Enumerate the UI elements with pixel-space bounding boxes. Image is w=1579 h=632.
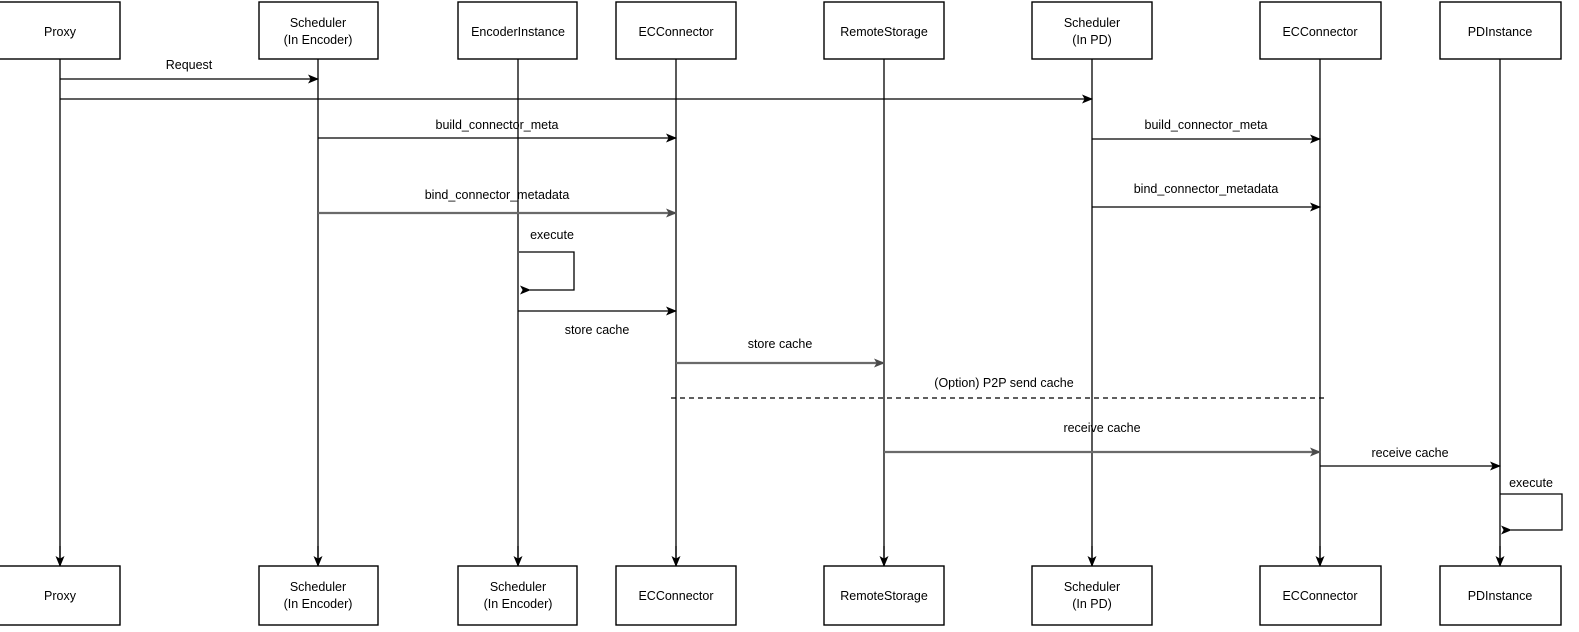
message-store-cache-rs[interactable]: store cache	[676, 337, 885, 368]
message-label-bind-meta-pd: bind_connector_metadata	[1134, 182, 1279, 196]
top-participant-boxes: Proxy Scheduler (In Encoder) EncoderInstanc…	[0, 1, 1562, 60]
participant-box-top-pd-inst[interactable]: PDInstance	[1439, 1, 1562, 60]
message-receive-cache-inst[interactable]: receive cache	[1320, 446, 1501, 471]
participant-box-bottom-ecconn-enc[interactable]: ECConnector	[615, 565, 737, 626]
self-loop-execute-pd[interactable]: execute	[1500, 476, 1563, 535]
participant-box-top-rect-ecconn-pd	[1259, 1, 1382, 60]
participant-box-top-rect-remote-store	[823, 1, 945, 60]
dashed-message-label-p2p-send-cache: (Option) P2P send cache	[934, 376, 1073, 390]
participant-label-top-proxy: Proxy	[44, 25, 77, 39]
self-loops-group: execute execute	[519, 228, 1563, 535]
message-request[interactable]: Request	[60, 58, 319, 84]
message-bind-meta-pd[interactable]: bind_connector_metadata	[1092, 182, 1321, 212]
participant-label-top-encoder-inst: EncoderInstance	[471, 25, 565, 39]
message-label-bind-meta-enc: bind_connector_metadata	[425, 188, 570, 202]
message-label-receive-cache-inst: receive cache	[1371, 446, 1448, 460]
participant-box-top-rect-proxy	[0, 1, 121, 60]
participant-label-bottom-sched-pd: Scheduler	[1064, 580, 1120, 594]
participant-box-bottom-rect-sched-pd	[1031, 565, 1153, 626]
dashed-messages-group: (Option) P2P send cache	[671, 376, 1325, 399]
participant-sublabel-bottom-sched-enc: (In Encoder)	[284, 597, 353, 611]
message-label-store-cache-enc: store cache	[565, 323, 630, 337]
participant-label-bottom-pd-inst: PDInstance	[1468, 589, 1533, 603]
participant-label-top-sched-enc: Scheduler	[290, 16, 346, 30]
messages-group: Request build_connector_meta build_connect…	[60, 58, 1501, 471]
self-loop-label-execute-encoder: execute	[530, 228, 574, 242]
message-label-build-meta-pd: build_connector_meta	[1145, 118, 1268, 132]
message-build-meta-enc[interactable]: build_connector_meta	[318, 118, 677, 143]
participant-label-bottom-proxy: Proxy	[44, 589, 77, 603]
participant-box-bottom-pd-inst[interactable]: PDInstance	[1439, 565, 1562, 626]
participant-box-bottom-remote-store[interactable]: RemoteStorage	[823, 565, 945, 626]
participant-box-top-rect-sched-enc	[258, 1, 379, 60]
participant-sublabel-bottom-sched-pd: (In PD)	[1072, 597, 1112, 611]
participant-box-top-rect-ecconn-enc	[615, 1, 737, 60]
participant-label-bottom-remote-store: RemoteStorage	[840, 589, 928, 603]
participant-box-bottom-encoder-inst[interactable]: Scheduler (In Encoder)	[457, 565, 578, 626]
participant-sublabel-bottom-encoder-inst: (In Encoder)	[484, 597, 553, 611]
message-label-receive-cache-pd: receive cache	[1063, 421, 1140, 435]
participant-box-bottom-rect-ecconn-enc	[615, 565, 737, 626]
participant-box-bottom-rect-ecconn-pd	[1259, 565, 1382, 626]
participant-sublabel-top-sched-pd: (In PD)	[1072, 33, 1112, 47]
message-store-cache-enc[interactable]: store cache	[518, 306, 677, 337]
participant-box-bottom-rect-sched-enc	[258, 565, 379, 626]
participant-box-bottom-rect-encoder-inst	[457, 565, 578, 626]
self-loop-execute-encoder[interactable]: execute	[519, 228, 575, 295]
participant-label-top-remote-store: RemoteStorage	[840, 25, 928, 39]
participant-label-top-sched-pd: Scheduler	[1064, 16, 1120, 30]
participant-label-bottom-ecconn-enc: ECConnector	[638, 589, 713, 603]
lifelines-group	[55, 59, 1505, 567]
participant-box-bottom-proxy[interactable]: Proxy	[0, 565, 121, 626]
self-loop-label-execute-pd: execute	[1509, 476, 1553, 490]
participant-label-top-pd-inst: PDInstance	[1468, 25, 1533, 39]
message-receive-cache-pd[interactable]: receive cache	[884, 421, 1321, 457]
participant-box-top-rect-pd-inst	[1439, 1, 1562, 60]
participant-box-top-encoder-inst[interactable]: EncoderInstance	[457, 1, 578, 60]
participant-label-bottom-ecconn-pd: ECConnector	[1282, 589, 1357, 603]
participant-box-top-sched-enc[interactable]: Scheduler (In Encoder)	[258, 1, 379, 60]
message-label-build-meta-enc: build_connector_meta	[436, 118, 559, 132]
participant-box-bottom-sched-enc[interactable]: Scheduler (In Encoder)	[258, 565, 379, 626]
dashed-message-p2p-send-cache[interactable]: (Option) P2P send cache	[671, 376, 1325, 399]
participant-box-top-proxy[interactable]: Proxy	[0, 1, 121, 60]
message-build-meta-pd[interactable]: build_connector_meta	[1092, 118, 1321, 144]
self-loop-path-execute-encoder	[519, 251, 575, 295]
participant-box-top-ecconn-pd[interactable]: ECConnector	[1259, 1, 1382, 60]
participant-label-top-ecconn-enc: ECConnector	[638, 25, 713, 39]
participant-label-top-ecconn-pd: ECConnector	[1282, 25, 1357, 39]
message-label-request: Request	[166, 58, 213, 72]
participant-box-top-sched-pd[interactable]: Scheduler (In PD)	[1031, 1, 1153, 60]
participant-sublabel-top-sched-enc: (In Encoder)	[284, 33, 353, 47]
participant-box-bottom-rect-proxy	[0, 565, 121, 626]
message-label-store-cache-rs: store cache	[748, 337, 813, 351]
participant-box-top-rect-encoder-inst	[457, 1, 578, 60]
participant-box-bottom-rect-pd-inst	[1439, 565, 1562, 626]
bottom-participant-boxes: Proxy Scheduler (In Encoder) Scheduler (In E…	[0, 565, 1562, 626]
participant-box-top-remote-store[interactable]: RemoteStorage	[823, 1, 945, 60]
participant-box-top-ecconn-enc[interactable]: ECConnector	[615, 1, 737, 60]
self-loop-path-execute-pd	[1500, 493, 1563, 535]
participant-box-top-rect-sched-pd	[1031, 1, 1153, 60]
participant-label-bottom-sched-enc: Scheduler	[290, 580, 346, 594]
message-bind-meta-enc[interactable]: bind_connector_metadata	[318, 188, 677, 218]
participant-box-bottom-rect-remote-store	[823, 565, 945, 626]
participant-box-bottom-sched-pd[interactable]: Scheduler (In PD)	[1031, 565, 1153, 626]
participant-label-bottom-encoder-inst: Scheduler	[490, 580, 546, 594]
participant-box-bottom-ecconn-pd[interactable]: ECConnector	[1259, 565, 1382, 626]
